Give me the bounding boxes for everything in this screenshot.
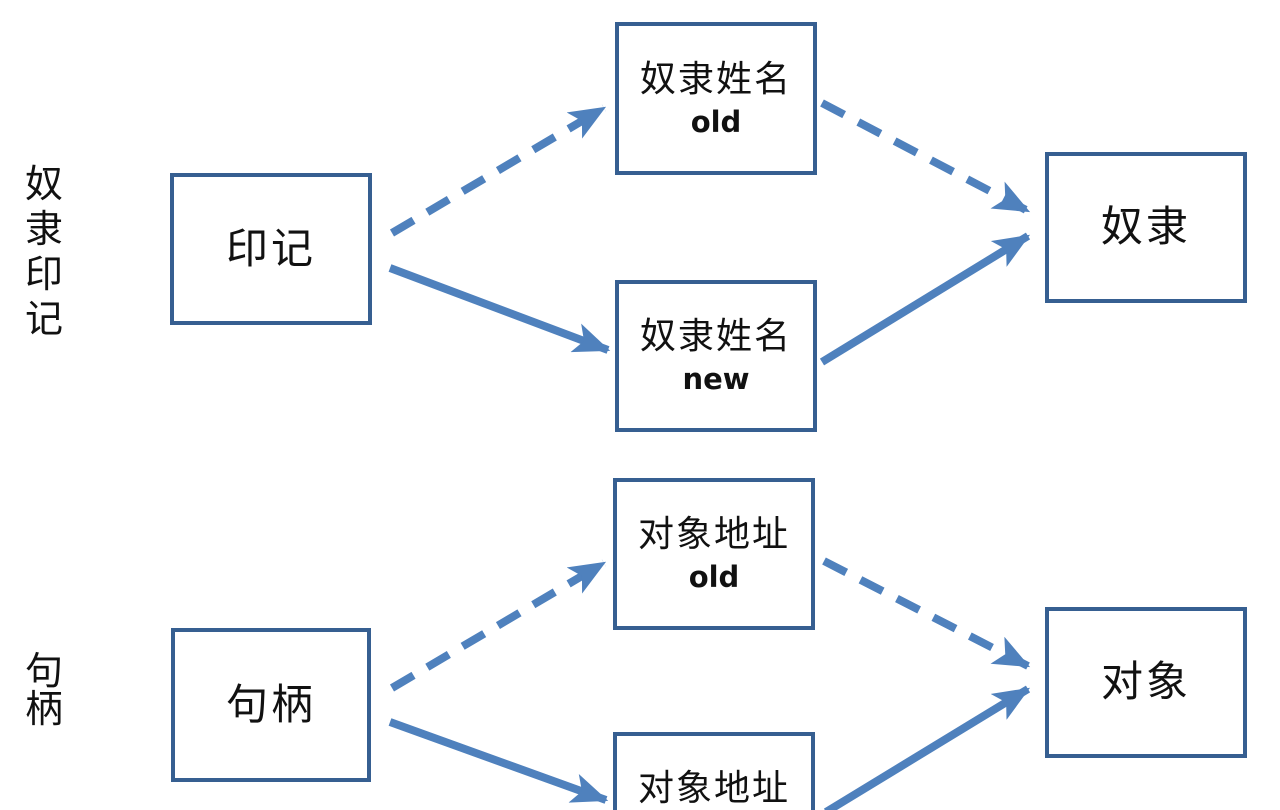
slave-name-old-title: 奴隶姓名 (639, 58, 792, 100)
arrow-mark-to-old-dashed (389, 104, 607, 237)
object-target-label: 对象 (1100, 657, 1191, 707)
arrow-old-to-slave-dashed (820, 99, 1031, 215)
object-address-old-tag: old (688, 560, 740, 594)
slave-name-new-node: 奴隶姓名 new (615, 280, 817, 432)
mark-source-label: 印记 (225, 223, 316, 273)
handle-source-label: 句柄 (225, 679, 316, 729)
slave-name-old-tag: old (690, 104, 742, 139)
slave-name-old-node: 奴隶姓名 old (615, 22, 817, 175)
arrow-new-to-object-solid (823, 685, 1031, 810)
object-address-old-node: 对象地址 old (613, 478, 815, 630)
arrow-handle-to-old-dashed (389, 559, 607, 692)
arrow-old-to-object-dashed (822, 557, 1031, 670)
row-label-slave-mark: 奴隶印记 (24, 162, 63, 341)
row-label-handle: 句柄 (24, 649, 63, 731)
arrow-new-to-slave-solid (819, 232, 1031, 366)
handle-source-node: 句柄 (171, 628, 371, 782)
slave-target-node: 奴隶 (1045, 152, 1247, 303)
object-address-old-title: 对象地址 (637, 514, 790, 555)
arrow-mark-to-new-solid (388, 264, 611, 354)
mark-source-node: 印记 (170, 173, 372, 325)
object-address-new-title: 对象地址 (637, 768, 790, 809)
object-address-new-node: 对象地址 new (613, 732, 815, 810)
object-target-node: 对象 (1045, 607, 1247, 758)
arrow-handle-to-new-solid (388, 718, 609, 804)
slave-name-new-title: 奴隶姓名 (639, 316, 792, 357)
slave-target-label: 奴隶 (1100, 202, 1191, 252)
slave-name-new-tag: new (682, 362, 750, 396)
